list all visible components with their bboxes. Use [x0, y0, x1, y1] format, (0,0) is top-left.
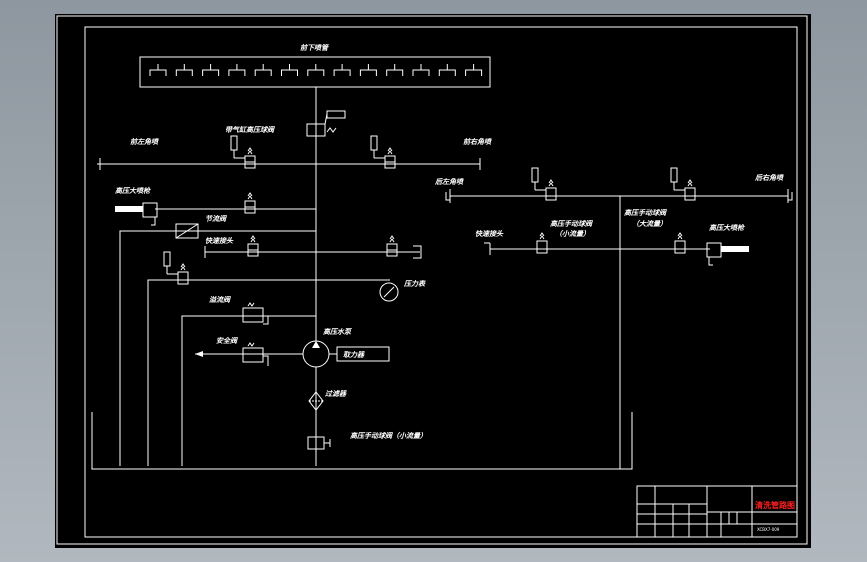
label-hp-gun-left: 高压大喷枪 — [115, 186, 151, 195]
label-filter: 过滤器 — [325, 389, 347, 398]
hp-gun-left-valve — [244, 192, 256, 214]
nozzle-symbol — [438, 64, 456, 76]
label-quick-coupling-left: 快速接头 — [205, 236, 234, 245]
filter — [308, 391, 324, 411]
safety-valve — [242, 342, 269, 366]
label-hp-manual-small-bottom: 高压手动球阀（小流量） — [350, 431, 427, 440]
label-quick-coupling-right: 快速接头 — [475, 229, 504, 238]
throttle-line — [119, 230, 316, 466]
quick-valve-left — [247, 235, 259, 257]
title-block: 清洗管路图 XCBX7-009 — [636, 485, 798, 538]
front-right-valve — [370, 135, 396, 169]
engine-box — [336, 346, 390, 362]
front-left-nozzle — [97, 158, 101, 170]
label-gas-valve: 带气缸高压球阀 — [225, 125, 275, 134]
relief-valve — [242, 302, 269, 325]
label-front-right-corner: 前右角喷 — [463, 137, 492, 146]
label-small-flow: （小流量） — [555, 229, 590, 238]
rear-right-valve — [670, 167, 696, 201]
throttle-valve — [175, 223, 199, 239]
label-throttle: 节流阀 — [205, 214, 227, 223]
label-rear-left-corner: 后左角喷 — [434, 177, 464, 186]
label-engine: 取力器 — [343, 350, 365, 359]
title-block-title: 清洗管路图 — [755, 500, 795, 510]
gauge-line — [147, 279, 390, 466]
right-large-valve — [674, 232, 686, 254]
nozzle-symbol — [202, 64, 220, 76]
label-pressure-gauge: 压力表 — [403, 279, 426, 288]
label-rear-right-corner: 后右角喷 — [754, 173, 784, 182]
outlet-arrow — [195, 351, 203, 357]
drawing-sheet: 前下喷管 带气缸高压球阀 前左角喷 前右角喷 — [55, 14, 811, 548]
nozzle-row — [149, 64, 483, 76]
cylinder-valve-lower — [163, 251, 189, 285]
title-block-drawing-no: XCBX7-009 — [757, 527, 780, 532]
nozzle-symbol — [465, 64, 483, 76]
hp-gun-left — [115, 202, 158, 226]
nozzle-symbol — [175, 64, 193, 76]
quick-valve-right — [386, 235, 398, 257]
nozzle-symbol — [359, 64, 377, 76]
water-tank — [91, 412, 633, 470]
label-hp-manual-small-right: 高压手动球阀 — [550, 219, 593, 228]
nozzle-symbol — [412, 64, 430, 76]
rear-left-nozzle — [445, 189, 451, 203]
nozzle-symbol — [228, 64, 246, 76]
hp-gun-right — [706, 242, 749, 266]
nozzle-manifold — [139, 56, 491, 88]
label-safety-valve: 安全阀 — [216, 336, 238, 345]
nozzle-symbol — [386, 64, 404, 76]
nozzle-symbol — [307, 64, 325, 76]
nozzle-symbol — [281, 64, 298, 76]
inner-frame — [84, 26, 798, 538]
label-front-left-corner: 前左角喷 — [130, 137, 159, 146]
cylinder-ball-valve — [306, 110, 346, 137]
nozzle-symbol — [333, 64, 351, 76]
quick-coupling-right-end — [413, 245, 422, 259]
rear-right-nozzle — [787, 189, 793, 203]
nozzle-symbol — [254, 64, 272, 76]
front-left-valve — [230, 135, 256, 169]
quick-coupling-right-end2 — [484, 242, 491, 255]
relief-line — [181, 315, 316, 466]
label-hp-gun-right: 高压大喷枪 — [709, 223, 745, 232]
right-small-valve — [536, 232, 548, 254]
label-large-flow: （大流量） — [632, 219, 667, 228]
label-hp-manual-large: 高压手动球阀 — [624, 208, 667, 217]
bottom-manual-valve — [307, 436, 331, 450]
outer-frame — [56, 15, 808, 545]
label-front-nozzles: 前下喷管 — [300, 43, 330, 52]
pressure-gauge — [379, 282, 399, 302]
label-relief-valve: 溢流阀 — [209, 295, 231, 304]
rear-left-valve — [531, 167, 557, 201]
piping-diagram: 前下喷管 带气缸高压球阀 前左角喷 前右角喷 — [56, 15, 808, 545]
label-hp-pump: 高压水泵 — [323, 327, 352, 336]
nozzle-symbol — [149, 64, 167, 76]
